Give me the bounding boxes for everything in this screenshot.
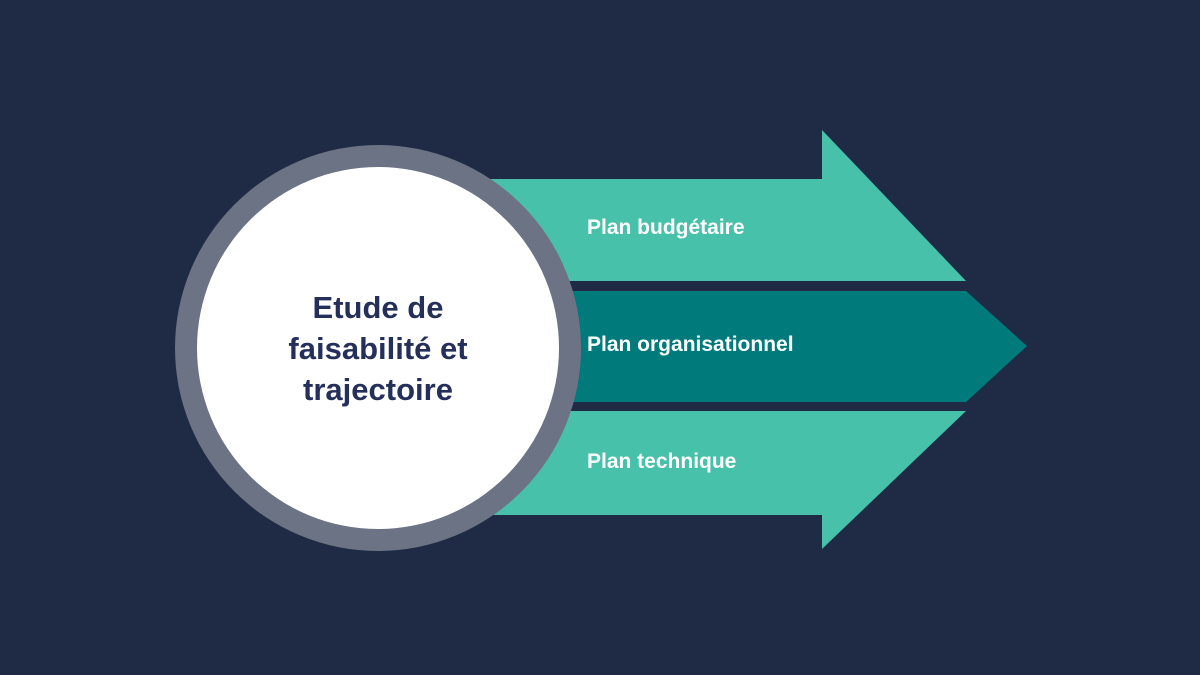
arrow-label-technique: Plan technique <box>587 450 737 473</box>
arrow-middle <box>440 291 1027 402</box>
arrow-top <box>440 130 966 281</box>
center-title: Etude de faisabilité et trajectoire <box>288 289 468 407</box>
arrow-label-budget: Plan budgétaire <box>587 216 745 239</box>
arrow-label-organisation: Plan organisationnel <box>587 333 794 356</box>
arrow-bottom <box>440 411 966 549</box>
center-circle: Etude de faisabilité et trajectoire <box>197 167 559 529</box>
